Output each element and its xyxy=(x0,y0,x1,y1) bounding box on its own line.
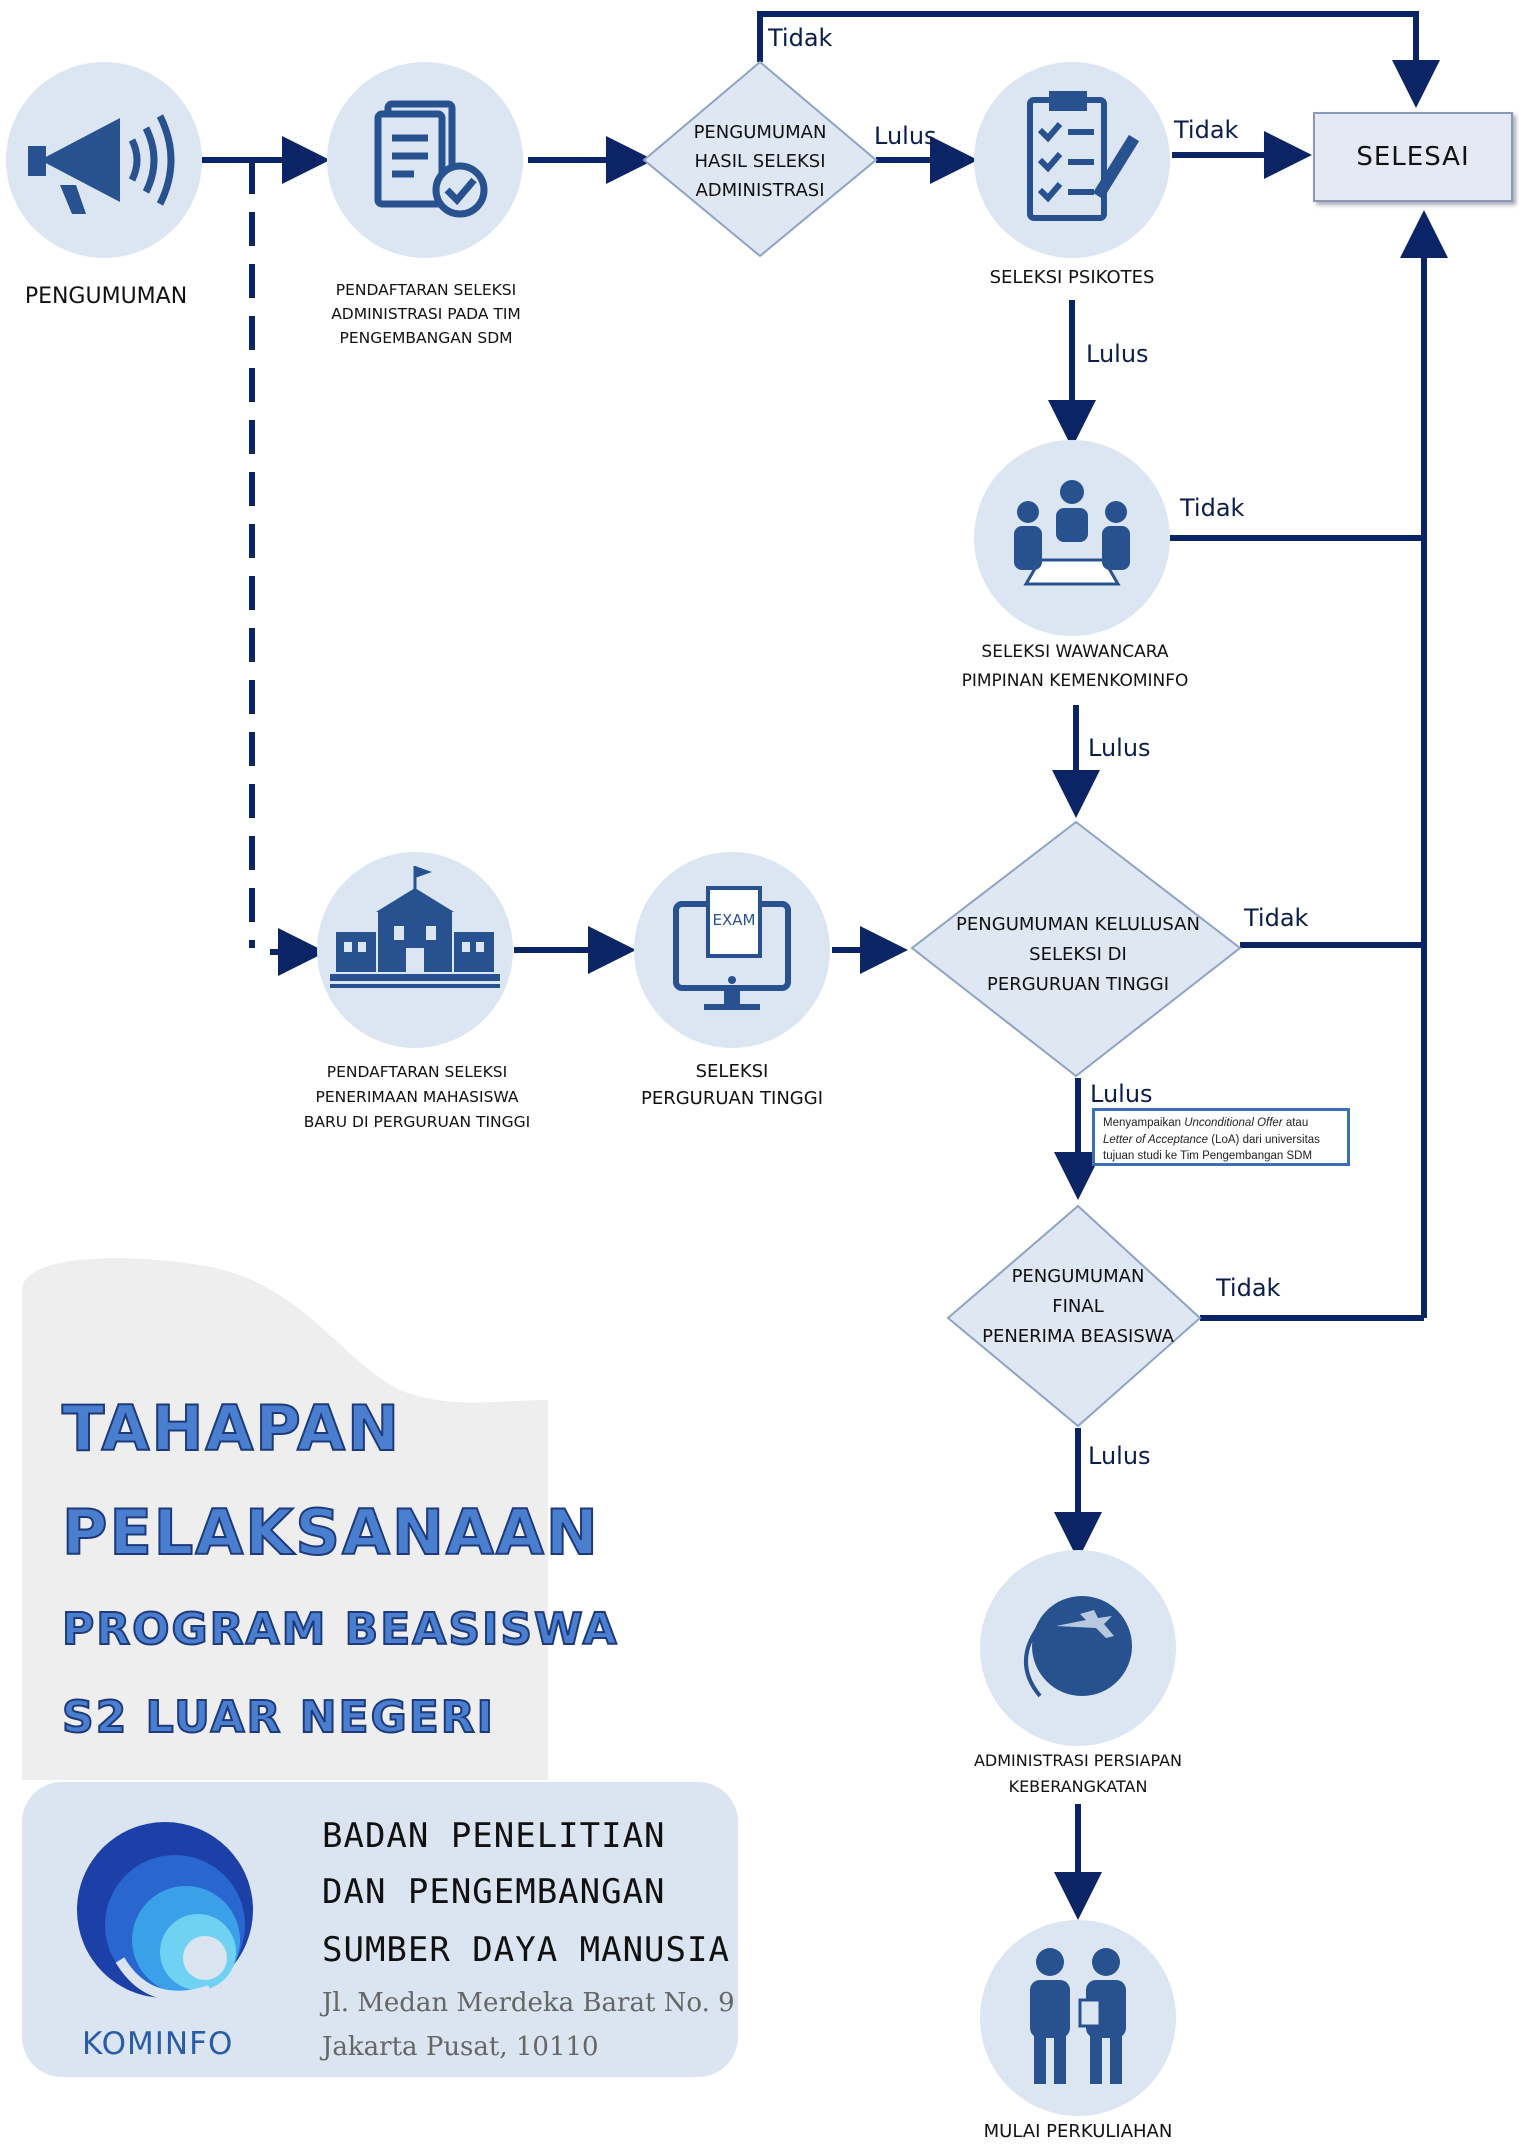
label-line: PENGUMUMAN KELULUSAN xyxy=(956,914,1200,935)
title-line-3: PROGRAM BEASISWA xyxy=(61,1603,619,1656)
label-administrasi: ADMINISTRASI PERSIAPAN KEBERANGKATAN xyxy=(948,1748,1208,1801)
label-line: HASIL SELEKSI xyxy=(694,151,826,173)
label-wawancara: SELEKSI WAWANCARA PIMPINAN KEMENKOMINFO xyxy=(930,638,1220,696)
org-name-line-3: SUMBER DAYA MANUSIA xyxy=(322,1930,730,1970)
label-kelulusan-pt: PENGUMUMAN KELULUSAN SELEKSI DI PERGURUA… xyxy=(930,910,1226,1000)
label-line: KEBERANGKATAN xyxy=(1008,1777,1148,1797)
label-pendaftaran-admin: PENDAFTARAN SELEKSI ADMINISTRASI PADA TI… xyxy=(296,278,556,350)
title-line-2: PELAKSANAAN xyxy=(61,1495,600,1570)
clipboard-check-icon xyxy=(374,100,488,218)
org-name-line-1: BADAN PENELITIAN xyxy=(322,1816,666,1856)
edge-lulus-3: Lulus xyxy=(1088,734,1151,762)
edge-lulus-5: Lulus xyxy=(1088,1442,1151,1470)
label-pengumuman: PENGUMUMAN xyxy=(24,284,188,309)
loa-note: Menyampaikan Unconditional Offer atau Le… xyxy=(1092,1108,1350,1166)
label-selesai: SELESAI xyxy=(1356,142,1470,172)
title-panel xyxy=(22,1258,548,1780)
label-line: PENDAFTARAN SELEKSI xyxy=(335,281,517,299)
label-line: PERGURUAN TINGGI xyxy=(640,1088,823,1109)
edge-tidak-1: Tidak xyxy=(768,24,833,52)
note-text: (LoA) dari universitas tujuan studi ke T… xyxy=(1103,1133,1320,1163)
org-address-2: Jakarta Pusat, 10110 xyxy=(322,2032,599,2062)
checklist-pen-icon xyxy=(1027,91,1140,221)
label-line: SELEKSI WAWANCARA xyxy=(981,642,1169,662)
students-icon xyxy=(1030,1948,1126,2084)
label-line: PENGEMBANGAN SDM xyxy=(339,329,513,348)
kominfo-logo xyxy=(77,1822,253,2001)
label-line: ADMINISTRASI PERSIAPAN xyxy=(973,1751,1182,1770)
org-name-line-2: DAN PENGEMBANGAN xyxy=(322,1872,666,1912)
university-building-icon xyxy=(330,866,500,988)
label-line: PERGURUAN TINGGI xyxy=(986,974,1169,996)
edge-lulus-2: Lulus xyxy=(1086,340,1149,368)
title-line-1: TAHAPAN xyxy=(61,1391,401,1466)
node-selesai: SELESAI xyxy=(1313,112,1513,202)
exam-monitor-icon: EXAM xyxy=(673,886,791,1010)
label-line: PIMPINAN KEMENKOMINFO xyxy=(961,670,1189,691)
label-line: SELEKSI DI xyxy=(1029,944,1127,966)
title-line-4: S2 LUAR NEGERI xyxy=(61,1691,496,1744)
edge-tidak-4: Tidak xyxy=(1244,904,1309,932)
note-italic: Letter of Acceptance xyxy=(1103,1133,1209,1146)
label-line: BARU DI PERGURUAN TINGGI xyxy=(303,1112,531,1131)
diamond-hasil-admin xyxy=(642,60,878,258)
label-hasil-admin: PENGUMUMAN HASIL SELEKSI ADMINISTRASI xyxy=(664,118,856,205)
label-line: SELEKSI xyxy=(695,1061,769,1082)
svg-text:EXAM: EXAM xyxy=(713,911,756,929)
kominfo-logo-text: KOMINFO xyxy=(82,2026,234,2062)
label-pendaftaran-pt: PENDAFTARAN SELEKSI PENERIMAAN MAHASISWA… xyxy=(282,1060,552,1134)
meeting-icon xyxy=(1014,480,1130,586)
label-line: PENERIMAAN MAHASISWA xyxy=(315,1087,519,1106)
node-mulai xyxy=(980,1920,1176,2116)
label-line: ADMINISTRASI xyxy=(695,180,825,202)
label-psikotes: SELEKSI PSIKOTES xyxy=(989,267,1155,288)
globe-plane-icon xyxy=(1024,1596,1132,1698)
edge-tidak-5: Tidak xyxy=(1216,1274,1281,1302)
label-line: PENGUMUMAN xyxy=(693,122,827,143)
label-line: PENERIMA BEASISWA xyxy=(982,1326,1174,1348)
label-line: PENGUMUMAN xyxy=(1011,1266,1145,1287)
label-line: ADMINISTRASI PADA TIM xyxy=(331,305,521,324)
edge-lulus-4: Lulus xyxy=(1090,1080,1153,1108)
diamond-kelulusan-pt xyxy=(910,820,1242,1078)
edge-tidak-3: Tidak xyxy=(1180,494,1245,522)
arrow-tidak-1 xyxy=(757,11,1419,92)
label-mulai: MULAI PERKULIAHAN xyxy=(983,2121,1173,2142)
org-address-1: Jl. Medan Merdeka Barat No. 9 xyxy=(322,1988,735,2018)
diamond-final xyxy=(946,1204,1202,1428)
megaphone-icon xyxy=(28,114,175,214)
label-line: PENDAFTARAN SELEKSI xyxy=(326,1063,508,1081)
edge-lulus-1: Lulus xyxy=(874,122,937,150)
label-final: PENGUMUMAN FINAL PENERIMA BEASISWA xyxy=(960,1262,1196,1352)
label-seleksi-pt: SELEKSI PERGURUAN TINGGI xyxy=(620,1058,844,1112)
note-italic: Unconditional Offer xyxy=(1184,1117,1283,1129)
note-text: atau xyxy=(1282,1117,1309,1129)
label-line: FINAL xyxy=(1052,1296,1104,1318)
edge-tidak-2: Tidak xyxy=(1174,116,1239,144)
note-text: Menyampaikan xyxy=(1103,1117,1185,1129)
